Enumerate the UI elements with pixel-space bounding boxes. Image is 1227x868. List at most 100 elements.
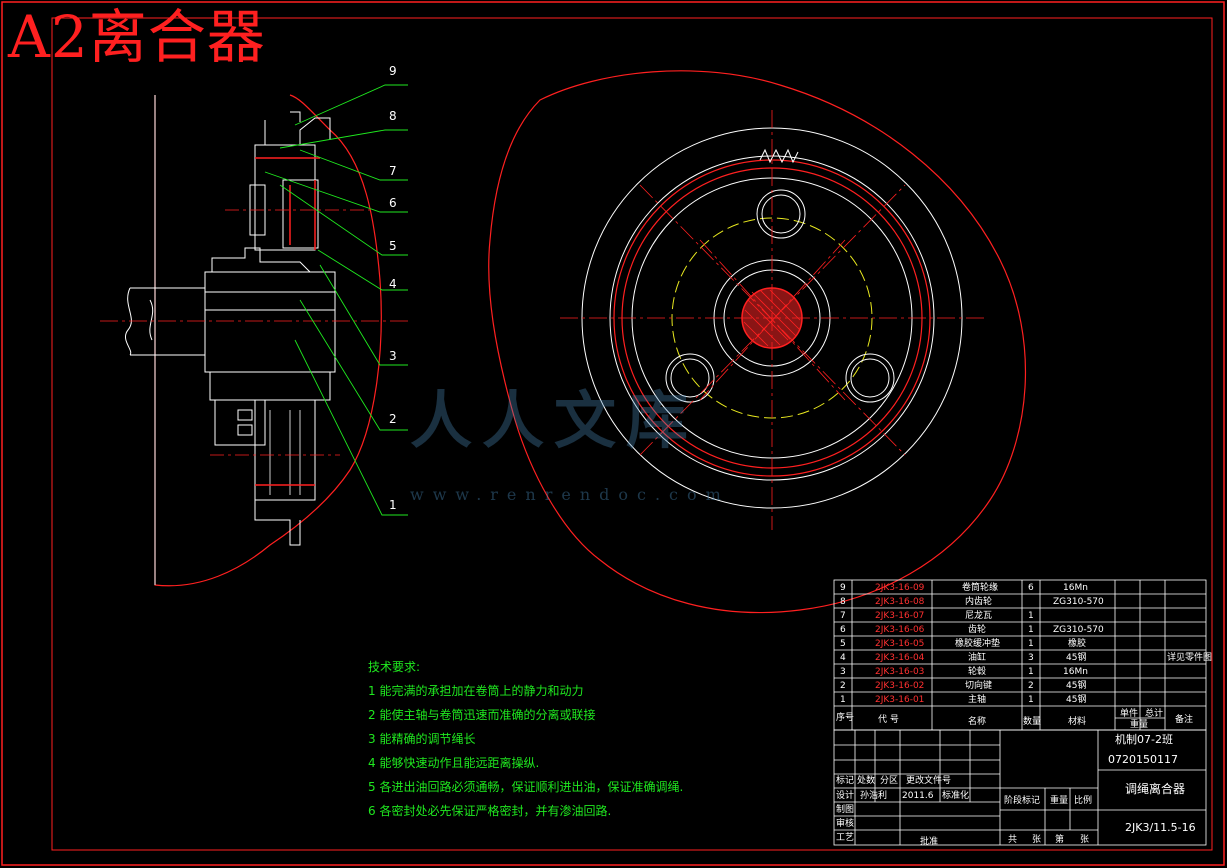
header-qty: 数量 [1023,717,1042,727]
part-material: 16Mn [1063,667,1088,677]
part-code: 2JK3-16-09 [875,583,925,593]
draw-label: 制图 [836,805,855,815]
leader-label-6: 6 [389,196,397,210]
part-material: 45钢 [1066,681,1087,691]
mark-label: 标记 [836,776,855,786]
header-material: 材料 [1068,717,1087,727]
part-name: 卷筒轮缘 [962,583,999,593]
sheet-unit-label-2: 张 [1080,835,1090,845]
part-material: 橡胶 [1068,639,1087,649]
leader-label-4: 4 [389,277,397,291]
header-name: 名称 [968,717,987,727]
part-no: 5 [840,639,846,649]
title-block-grid [833,729,1207,846]
part-name: 橡胶缓冲垫 [955,639,1001,649]
sheet-index-label: 第 [1055,835,1065,845]
drawing-title: A2离合器 [8,3,266,71]
part-code: 2JK3-16-06 [875,625,925,635]
class-name: 机制07-2班 [1115,733,1173,746]
part-name: 内齿轮 [965,597,993,607]
part-code: 2JK3-16-05 [875,639,925,649]
scale-label: 比例 [1074,796,1093,806]
part-qty: 1 [1028,695,1034,705]
technical-requirements: 技术要求: 1 能完满的承担加在卷筒上的静力和动力 2 能使主轴与卷筒迅速而准确… [368,655,683,823]
part-code: 2JK3-16-02 [875,681,925,691]
part-no: 8 [840,597,846,607]
part-no: 9 [840,583,846,593]
leader-label-2: 2 [389,412,397,426]
part-no: 6 [840,625,846,635]
leader-label-8: 8 [389,109,397,123]
sheet-total-label: 共 [1008,835,1018,845]
part-note: 详见零件图 [1167,653,1213,663]
part-name: 齿轮 [968,625,987,635]
count-label: 处数 [857,776,876,786]
tech-req-item: 6 各密封处必先保证严格密封，并有渗油回路. [368,804,612,818]
header-note: 备注 [1175,715,1194,725]
break-line [154,94,382,587]
part-material: ZG310-570 [1053,597,1104,607]
check-label: 审核 [836,819,855,829]
part-code: 2JK3-16-04 [875,653,925,663]
watermark-logo: 人人文库 [410,384,699,457]
part-name: 主轴 [968,695,987,705]
watermark-url: www.renrendoc.com [410,485,730,504]
leader-label-7: 7 [389,164,397,178]
process-label: 工艺 [836,833,855,843]
tech-req-item: 2 能使主轴与卷筒迅速而准确的分离或联接 [368,708,596,722]
tech-req-item: 5 各进出油回路必须通畅，保证顺利进出油，保证准确调绳. [368,780,684,794]
part-name: 尼龙瓦 [965,611,993,621]
tech-req-item: 1 能完满的承担加在卷筒上的静力和动力 [368,684,584,698]
leader-label-5: 5 [389,239,397,253]
header-unit-weight: 单件 [1120,709,1139,719]
design-label: 设计 [836,791,855,801]
part-no: 2 [840,681,846,691]
drawing-name: 调绳离合器 [1125,782,1186,796]
part-name: 轮毂 [968,667,987,677]
part-material: 45钢 [1066,695,1087,705]
part-no: 1 [840,695,846,705]
tech-req-item: 3 能精确的调节绳长 [368,732,476,746]
part-no: 3 [840,667,846,677]
part-no: 4 [840,653,846,663]
part-qty: 1 [1028,639,1034,649]
leader-label-1: 1 [389,498,397,512]
part-material: ZG310-570 [1053,625,1104,635]
leader-label-3: 3 [389,349,397,363]
part-name: 油缸 [968,653,987,663]
part-qty: 2 [1028,681,1034,691]
header-no: 序号 [836,713,855,723]
inner-frame [51,17,1213,851]
weight-label: 重量 [1050,796,1069,806]
part-code: 2JK3-16-01 [875,695,925,705]
tech-req-heading: 技术要求: [368,660,421,674]
parts-list-grid [833,579,1207,731]
part-qty: 1 [1028,625,1034,635]
part-code: 2JK3-16-07 [875,611,925,621]
end-view [488,70,1026,614]
header-total-weight: 总计 [1145,709,1164,719]
header-weight: 重量 [1130,720,1149,730]
part-no: 7 [840,611,846,621]
sheet-unit-label: 张 [1032,835,1042,845]
tech-req-item: 4 能够快速动作且能远距离操纵. [368,756,540,770]
sectional-view [100,94,410,587]
drawing-code: 2JK3/11.5-16 [1125,821,1196,834]
change-doc-label: 更改文件号 [906,776,952,786]
part-code: 2JK3-16-08 [875,597,925,607]
header-code: 代 号 [878,715,899,725]
part-qty: 1 [1028,611,1034,621]
designer-name: 孙浩利 [860,791,888,801]
student-number: 0720150117 [1108,753,1178,766]
leader-label-9: 9 [389,64,397,78]
part-name: 切向键 [965,681,993,691]
zone-label: 分区 [880,776,899,786]
part-material: 16Mn [1063,583,1088,593]
approve-label: 批准 [920,837,939,847]
part-material: 45钢 [1066,653,1087,663]
part-code: 2JK3-16-03 [875,667,925,677]
main-shaft [125,287,205,356]
part-qty: 6 [1028,583,1034,593]
